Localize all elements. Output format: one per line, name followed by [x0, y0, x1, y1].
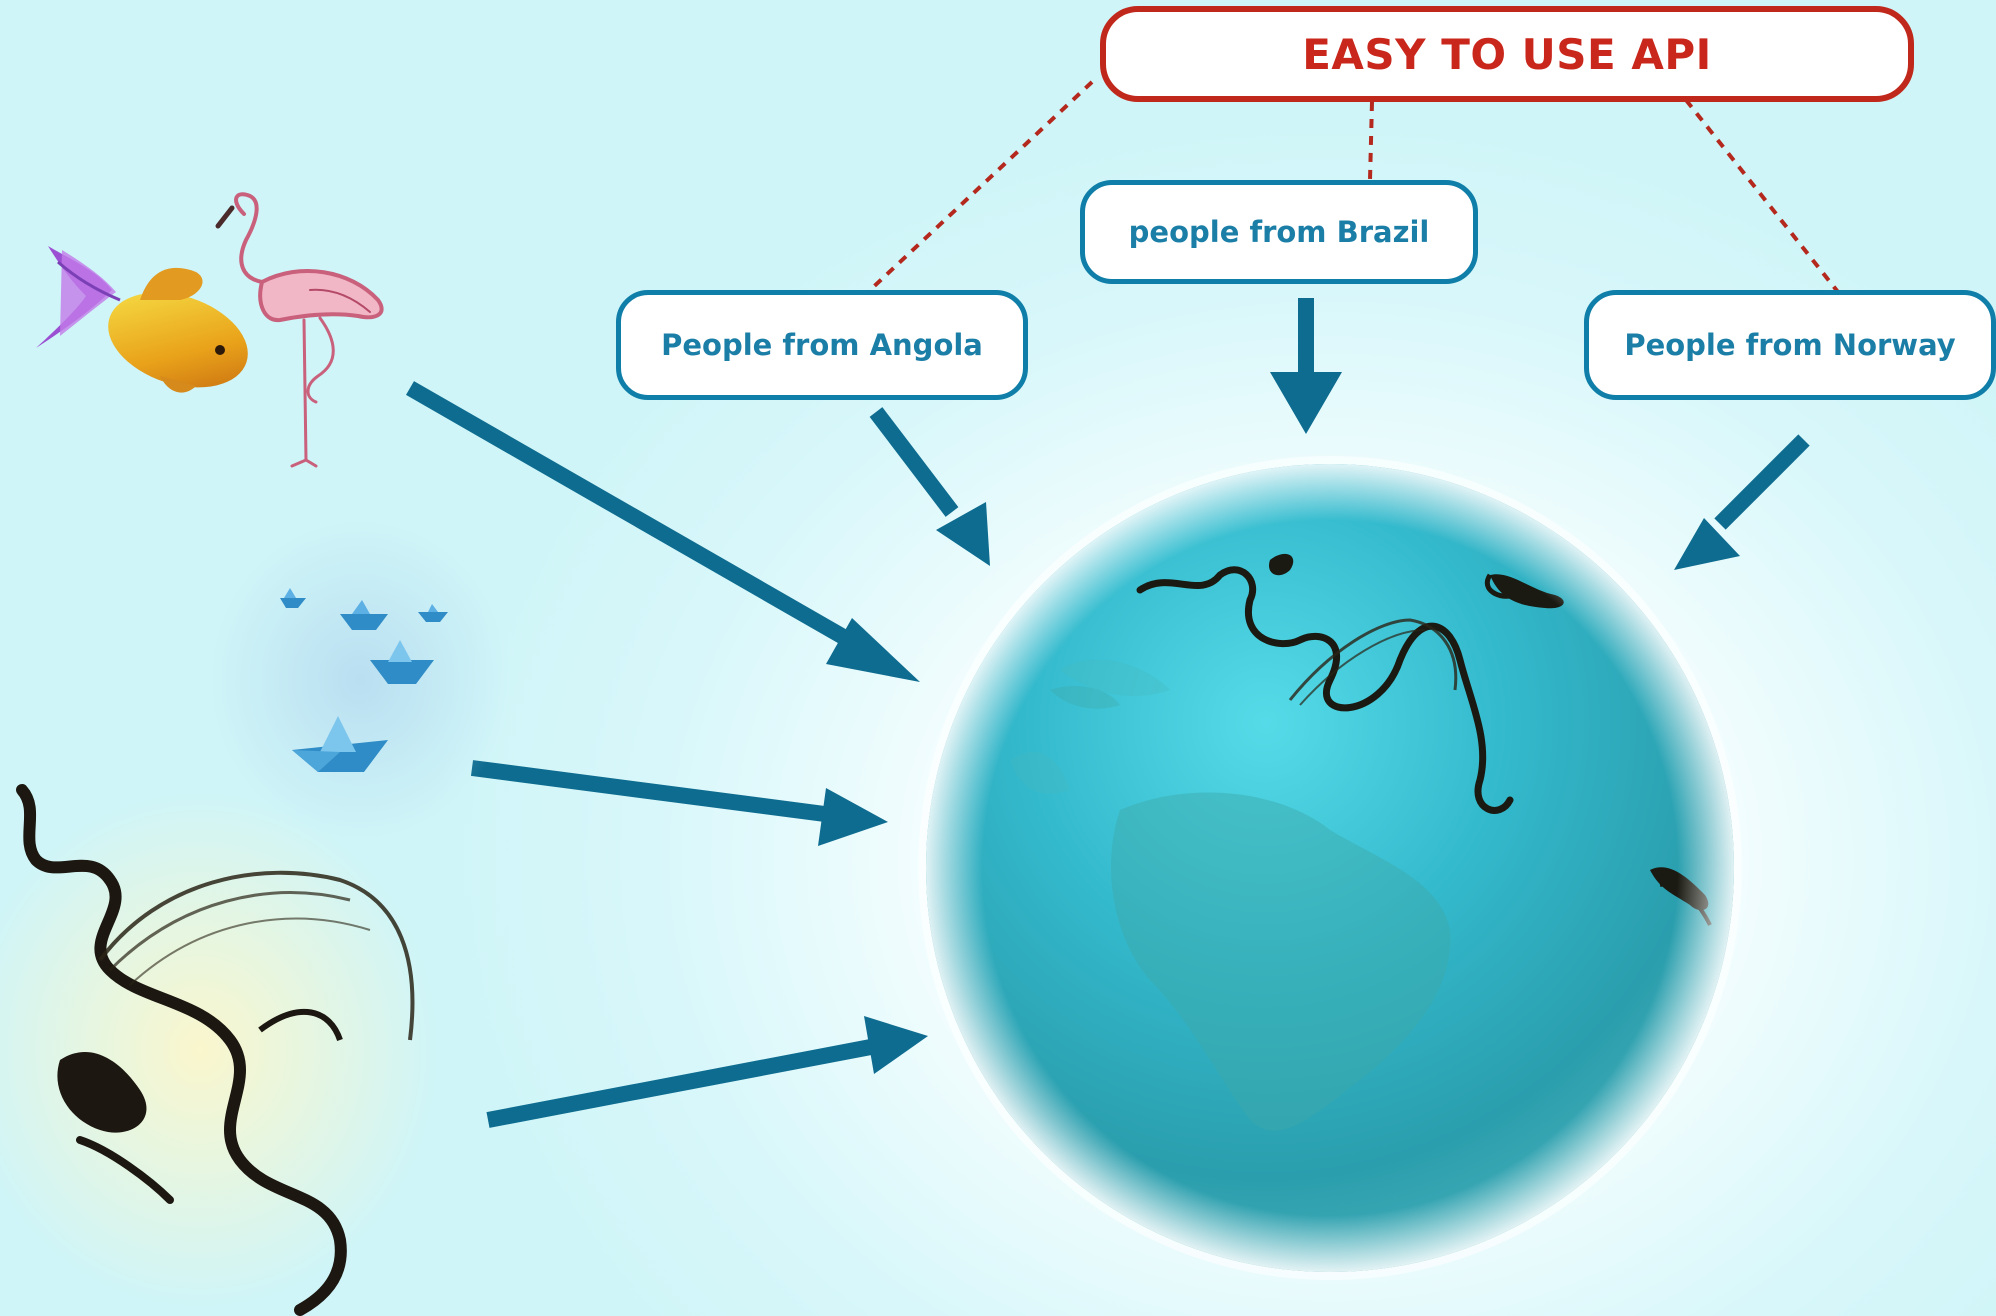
people-box-norway: People from Norway [1584, 290, 1996, 400]
api-box-label: EASY TO USE API [1302, 29, 1712, 79]
arrow-from-swirl [486, 1016, 928, 1128]
people-box-angola-label: People from Angola [661, 328, 983, 362]
arrow-from-boats [470, 760, 888, 846]
arrow-from-animals [406, 381, 920, 682]
arrow-from-norway [1674, 434, 1810, 570]
api-connectors [866, 80, 1840, 294]
api-box: EASY TO USE API [1100, 6, 1914, 102]
people-box-angola: People from Angola [616, 290, 1028, 400]
people-box-norway-label: People from Norway [1624, 328, 1956, 362]
people-box-brazil-label: people from Brazil [1128, 215, 1430, 249]
arrow-from-brazil [1270, 298, 1342, 434]
arrow-from-angola [869, 407, 990, 566]
people-box-brazil: people from Brazil [1080, 180, 1478, 284]
flamingo-icon [215, 192, 384, 468]
ink-swirl-icon [0, 784, 440, 1316]
connector-angola [866, 80, 1094, 294]
connector-brazil [1368, 101, 1374, 181]
goldfish-icon [36, 246, 248, 393]
arrows [406, 298, 1810, 1128]
connector-norway [1684, 98, 1840, 294]
paper-boats-icon [210, 520, 510, 840]
globe-icon [918, 456, 1742, 1280]
